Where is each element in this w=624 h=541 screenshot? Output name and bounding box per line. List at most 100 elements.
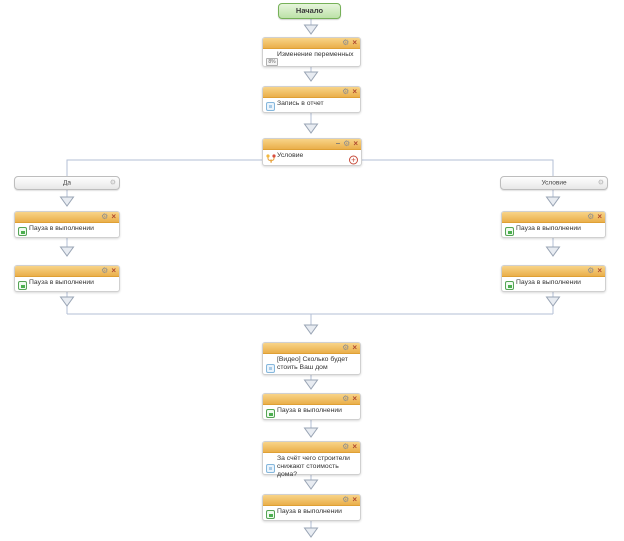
pause-icon: [505, 281, 514, 290]
block-body: Пауза в выполнении: [15, 225, 119, 239]
flow-block[interactable]: ⚙ × Пауза в выполнении: [262, 393, 361, 420]
flow-block[interactable]: ⚙ × Пауза в выполнении: [501, 265, 606, 292]
block-label: Пауза в выполнении: [277, 407, 342, 414]
gear-icon[interactable]: ⚙: [597, 179, 604, 187]
branch-label: Да: [62, 179, 72, 187]
gear-icon[interactable]: ⚙: [342, 38, 350, 47]
minimize-icon[interactable]: –: [335, 139, 341, 148]
block-body: 8% Изменение переменных: [263, 51, 360, 68]
gear-icon[interactable]: ⚙: [109, 179, 116, 187]
close-icon[interactable]: ×: [597, 212, 602, 221]
gear-icon[interactable]: ⚙: [343, 139, 351, 148]
branch-pill[interactable]: Да ⚙: [14, 176, 120, 190]
block-body: Пауза в выполнении: [502, 279, 605, 293]
block-body: Условие +: [263, 152, 361, 167]
block-header: ⚙ ×: [263, 38, 360, 49]
flow-arrow: [303, 24, 319, 35]
close-icon[interactable]: ×: [597, 266, 602, 275]
condition-icon: [266, 154, 276, 163]
block-header: ⚙ ×: [263, 394, 360, 405]
close-icon[interactable]: ×: [352, 38, 357, 47]
flow-arrow: [303, 379, 319, 390]
block-body: [Видео] Сколько будет стоить Ваш дом: [263, 356, 360, 376]
flow-block[interactable]: ⚙ × 8% Изменение переменных: [262, 37, 361, 67]
pause-icon: [266, 409, 275, 418]
close-icon[interactable]: ×: [352, 394, 357, 403]
variables-icon: 8%: [266, 58, 278, 66]
flow-arrow: [59, 296, 75, 307]
gear-icon[interactable]: ⚙: [342, 394, 350, 403]
branch-pill[interactable]: Условие ⚙: [500, 176, 608, 190]
pause-icon: [18, 281, 27, 290]
flow-arrow: [59, 246, 75, 257]
gear-icon[interactable]: ⚙: [342, 495, 350, 504]
branch-label: Условие: [541, 179, 567, 187]
block-label: Пауза в выполнении: [29, 279, 94, 286]
flow-block[interactable]: ⚙ × Пауза в выполнении: [14, 265, 120, 292]
flow-arrow: [303, 71, 319, 82]
close-icon[interactable]: ×: [352, 87, 357, 96]
flow-block[interactable]: – ⚙ × Условие +: [262, 138, 362, 166]
close-icon[interactable]: ×: [111, 266, 116, 275]
close-icon[interactable]: ×: [352, 343, 357, 352]
gear-icon[interactable]: ⚙: [587, 266, 595, 275]
gear-icon[interactable]: ⚙: [101, 212, 109, 221]
start-node[interactable]: Начало: [278, 3, 341, 19]
block-label: Запись в отчет: [277, 100, 324, 107]
block-label: Пауза в выполнении: [29, 225, 94, 232]
block-header: – ⚙ ×: [263, 139, 361, 150]
close-icon[interactable]: ×: [111, 212, 116, 221]
flow-block[interactable]: ⚙ × Запись в отчет: [262, 86, 361, 113]
block-label: Изменение переменных: [277, 51, 354, 58]
flow-block[interactable]: ⚙ × Пауза в выполнении: [501, 211, 606, 238]
flow-arrow: [303, 123, 319, 134]
pause-icon: [18, 227, 27, 236]
close-icon[interactable]: ×: [352, 495, 357, 504]
flow-arrow: [303, 527, 319, 538]
block-label: Условие: [277, 152, 304, 159]
block-body: Пауза в выполнении: [15, 279, 119, 293]
report-icon: [266, 364, 275, 373]
flow-arrow: [545, 246, 561, 257]
report-icon: [266, 464, 275, 473]
flow-block[interactable]: ⚙ × За счёт чего строители снижают стоим…: [262, 441, 361, 478]
report-icon: [266, 102, 275, 111]
flow-arrow: [303, 427, 319, 438]
pause-icon: [505, 227, 514, 236]
pause-icon: [266, 510, 275, 519]
flow-block[interactable]: ⚙ × Пауза в выполнении: [262, 494, 361, 521]
block-label: Пауза в выполнении: [516, 225, 581, 232]
block-header: ⚙ ×: [263, 442, 360, 453]
gear-icon[interactable]: ⚙: [342, 343, 350, 352]
block-label: Пауза в выполнении: [277, 508, 342, 515]
block-header: ⚙ ×: [263, 343, 360, 354]
block-label: [Видео] Сколько будет стоить Ваш дом: [277, 356, 348, 371]
flow-block[interactable]: ⚙ × Пауза в выполнении: [14, 211, 120, 238]
block-label: Пауза в выполнении: [516, 279, 581, 286]
gear-icon[interactable]: ⚙: [342, 87, 350, 96]
block-body: Запись в отчет: [263, 100, 360, 114]
gear-icon[interactable]: ⚙: [587, 212, 595, 221]
block-header: ⚙ ×: [502, 266, 605, 277]
block-header: ⚙ ×: [15, 266, 119, 277]
flow-block[interactable]: ⚙ × [Видео] Сколько будет стоить Ваш дом: [262, 342, 361, 375]
block-body: Пауза в выполнении: [502, 225, 605, 239]
block-header: ⚙ ×: [15, 212, 119, 223]
block-body: Пауза в выполнении: [263, 508, 360, 522]
flow-arrow: [303, 479, 319, 490]
gear-icon[interactable]: ⚙: [101, 266, 109, 275]
block-header: ⚙ ×: [263, 87, 360, 98]
gear-icon[interactable]: ⚙: [342, 442, 350, 451]
add-branch-button[interactable]: +: [349, 155, 358, 164]
block-header: ⚙ ×: [263, 495, 360, 506]
block-body: За счёт чего строители снижают стоимость…: [263, 455, 360, 478]
flow-arrow: [545, 296, 561, 307]
flow-arrow: [59, 196, 75, 207]
close-icon[interactable]: ×: [352, 442, 357, 451]
flow-arrow: [545, 196, 561, 207]
close-icon[interactable]: ×: [353, 139, 358, 148]
block-body: Пауза в выполнении: [263, 407, 360, 421]
block-label: За счёт чего строители снижают стоимость…: [277, 455, 350, 478]
